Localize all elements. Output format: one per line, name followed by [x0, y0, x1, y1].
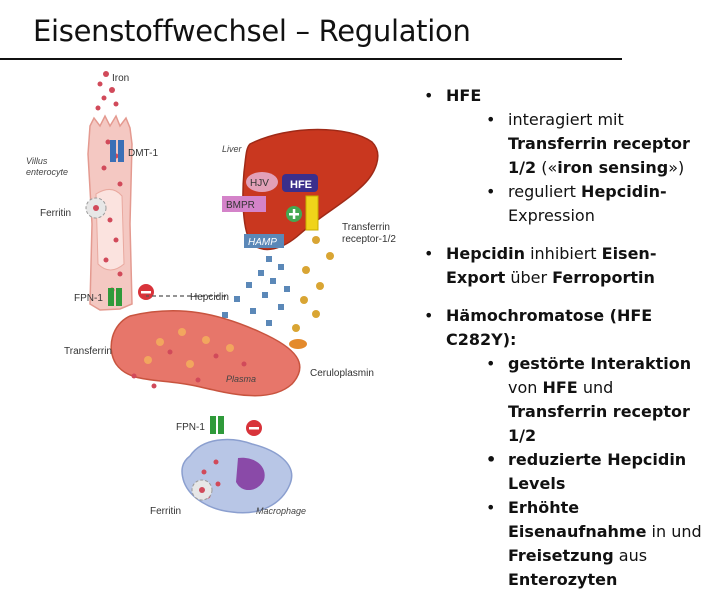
ceruloplasmin-molecule: [289, 339, 307, 349]
bullet-hfe: HFE interagiert mit Transferrin receptor…: [420, 84, 715, 228]
label-macrophage: Macrophage: [256, 506, 306, 516]
iron-regulation-diagram: Iron DMT-1 Villus enterocyte Ferritin FP…: [26, 71, 396, 517]
label-hamp: HAMP: [248, 237, 277, 248]
label-ceruloplasmin: Ceruloplasmin: [310, 368, 374, 379]
sub-bullet-disturbed-interaction: gestörte Interaktion von HFE und Transfe…: [446, 352, 715, 448]
sub-bullet-increased-uptake: Erhöhte Eisenaufnahme in und Freisetzung…: [446, 496, 715, 592]
title-underline: [0, 58, 622, 60]
fpn1-bottom: [210, 416, 216, 434]
label-villus: Villus: [26, 156, 48, 166]
bullet-haemochromatosis: Hämochromatose (HFE C282Y): gestörte Int…: [420, 304, 715, 592]
label-liver: Liver: [222, 144, 243, 154]
macrophage-nucleus: [236, 457, 265, 491]
label-hfe: HFE: [290, 179, 312, 191]
label-iron: Iron: [112, 73, 129, 84]
dmt1-transporter: [110, 140, 116, 162]
label-tfr-1: Transferrin: [342, 222, 390, 233]
label-tfr-2: receptor-1/2: [342, 234, 396, 245]
label-plasma: Plasma: [226, 374, 256, 384]
macrophage-iron: [201, 459, 221, 499]
bullet-hepcidin: Hepcidin inhibiert Eisen-Export über Fer…: [420, 242, 715, 290]
label-enterocyte: enterocyte: [26, 167, 68, 177]
bmpr-receptor: [222, 196, 266, 212]
sub-bullet-hfe-interaction: interagiert mit Transferrin receptor 1/2…: [446, 108, 715, 180]
blood-vessel: [110, 310, 301, 397]
label-fpn1-top: FPN-1: [74, 293, 103, 304]
iron-dots-top: [95, 71, 119, 111]
fpn1-top: [108, 288, 114, 306]
sub-bullet-hfe-regulation: reguliert Hepcidin-Expression: [446, 180, 715, 228]
hepcidin-molecules: [222, 256, 290, 332]
label-hepcidin: Hepcidin: [190, 292, 229, 303]
hfe-protein: [282, 174, 318, 192]
transferrin-receptor-bar: [305, 195, 319, 231]
hamp-gene: [244, 234, 284, 248]
label-ferritin-bottom: Ferritin: [150, 506, 181, 517]
bullet-list: HFE interagiert mit Transferrin receptor…: [420, 84, 715, 606]
hjv-protein: [246, 172, 278, 192]
label-bmpr: BMPR: [226, 200, 255, 211]
plasma-transferrin: [144, 328, 234, 368]
label-fpn1-bottom: FPN-1: [176, 422, 205, 433]
plasma-iron: [131, 349, 247, 389]
transferrin-molecules: [292, 236, 334, 332]
slide-title: Eisenstoffwechsel – Regulation: [33, 14, 471, 48]
sub-bullet-reduced-hepcidin: reduzierte Hepcidin Levels: [446, 448, 715, 496]
label-ferritin-top: Ferritin: [40, 208, 71, 219]
label-hjv: HJV: [250, 178, 269, 189]
label-transferrin: Transferrin: [64, 346, 112, 357]
label-dmt1: DMT-1: [128, 148, 158, 159]
